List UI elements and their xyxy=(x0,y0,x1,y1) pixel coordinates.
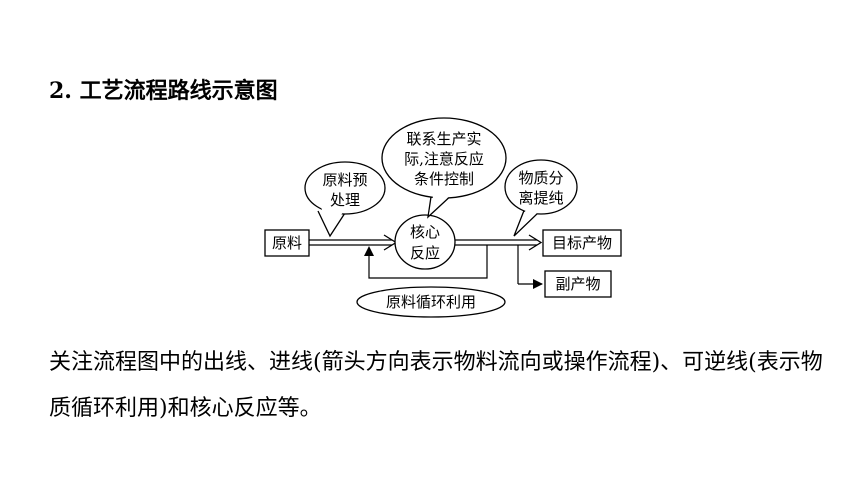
by-product-arrow xyxy=(517,245,543,289)
production-note-line-2: 际,注意反应 xyxy=(404,150,484,168)
production-note-line-3: 条件控制 xyxy=(414,170,474,188)
explanation-paragraph: 关注流程图中的出线、进线(箭头方向表示物料流向或操作流程)、可逆线(表示物质循环… xyxy=(49,350,823,421)
core-reaction-node: 核心 反应 xyxy=(394,214,456,270)
recycle-loop xyxy=(364,245,488,279)
pretreatment-line-2: 处理 xyxy=(330,191,360,209)
by-product-node: 副产物 xyxy=(544,270,612,298)
separation-line-2: 离提纯 xyxy=(518,189,563,207)
raw-material-node: 原料 xyxy=(264,229,310,257)
separation-line-1: 物质分 xyxy=(518,169,563,187)
production-note-callout: 联系生产实 际,注意反应 条件控制 xyxy=(381,117,507,219)
section-heading: 2. 工艺流程路线示意图 xyxy=(49,78,278,104)
core-reaction-line-2: 反应 xyxy=(410,244,440,262)
separation-callout: 物质分 离提纯 xyxy=(504,159,578,237)
by-product-label: 副产物 xyxy=(555,275,600,293)
product-arrow xyxy=(455,234,543,251)
recycle-node: 原料循环利用 xyxy=(356,286,506,318)
pretreatment-line-1: 原料预 xyxy=(322,171,367,189)
production-note-line-1: 联系生产实 xyxy=(406,130,481,148)
target-product-node: 目标产物 xyxy=(542,229,622,257)
raw-material-label: 原料 xyxy=(272,234,302,252)
process-flow-diagram: 原料 核心 反应 目标产物 副产物 原料循环利用 xyxy=(264,117,622,318)
feed-arrow xyxy=(309,234,398,251)
recycle-label: 原料循环利用 xyxy=(386,293,476,311)
target-product-label: 目标产物 xyxy=(552,234,612,252)
pretreatment-callout: 原料预 处理 xyxy=(304,161,386,238)
core-reaction-line-1: 核心 xyxy=(410,223,440,241)
